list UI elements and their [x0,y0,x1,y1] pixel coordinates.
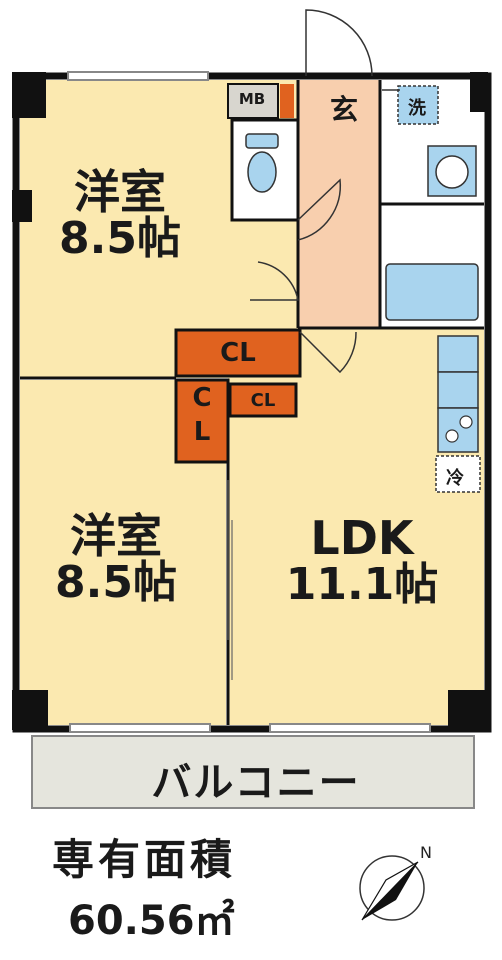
kitchen-counter-2 [437,371,479,409]
bedroom-bottom-label: 洋室 8.5帖 [36,512,196,606]
window-bedroom-bottom [69,723,211,733]
laundry-label: 洗 [408,98,426,119]
stove-burner-2 [459,415,473,429]
fridge-label: 冷 [446,468,464,489]
kitchen-stove [437,407,479,453]
pillar-br [448,690,488,730]
outer-wall [12,72,492,733]
kitchen-counter-1 [437,335,479,373]
closet-small [228,382,298,418]
meter-box-label: MB [238,90,266,108]
bedroom-top-door-swing [250,261,299,301]
compass-north-label: N [420,843,432,862]
pillar-tr [470,72,488,112]
toilet-door-swing [297,178,342,241]
ldk-door-swing [299,331,357,374]
stove-burner-1 [445,429,459,443]
entrance-label: 玄 [330,93,359,126]
closet-main [174,328,302,378]
toilet-tank [245,133,279,149]
compass-icon [359,855,425,921]
pillar-tl [12,72,46,118]
ldk-name: LDK [310,511,414,565]
window-bedroom-top [67,71,209,81]
bedroom-top-label: 洋室 8.5帖 [40,168,200,262]
pillar-bl [12,690,48,730]
window-ldk [269,723,431,733]
closet-vertical-label: C L [192,383,212,447]
area-value: 60.56㎡ [68,898,235,944]
toilet-wall [230,118,300,222]
front-door-swing [305,9,373,77]
bedroom-bottom-name: 洋室 [70,509,162,563]
balcony [31,735,475,809]
area-title: 専有面積 [52,835,237,884]
closet-small-label: CL [250,390,276,411]
toilet-bowl [247,151,277,193]
closet-main-label: CL [220,338,256,368]
entrance-floor [298,80,380,328]
ldk-label: LDK 11.1帖 [262,514,462,608]
bedroom-bottom-size: 8.5帖 [55,557,177,609]
balcony-label: バルコニー [151,760,361,806]
meter-accent [280,84,294,118]
bedroom-top-size: 8.5帖 [59,213,181,265]
bathtub [385,263,479,321]
pillar-ml [12,190,32,222]
meter-box [227,83,279,119]
laundry-pan [397,85,439,125]
wash-basin-bowl [435,155,469,189]
ldk-size: 11.1帖 [285,559,439,611]
closet-vertical [174,378,230,464]
fridge-space [435,455,481,493]
bedroom-top-name: 洋室 [74,165,166,219]
